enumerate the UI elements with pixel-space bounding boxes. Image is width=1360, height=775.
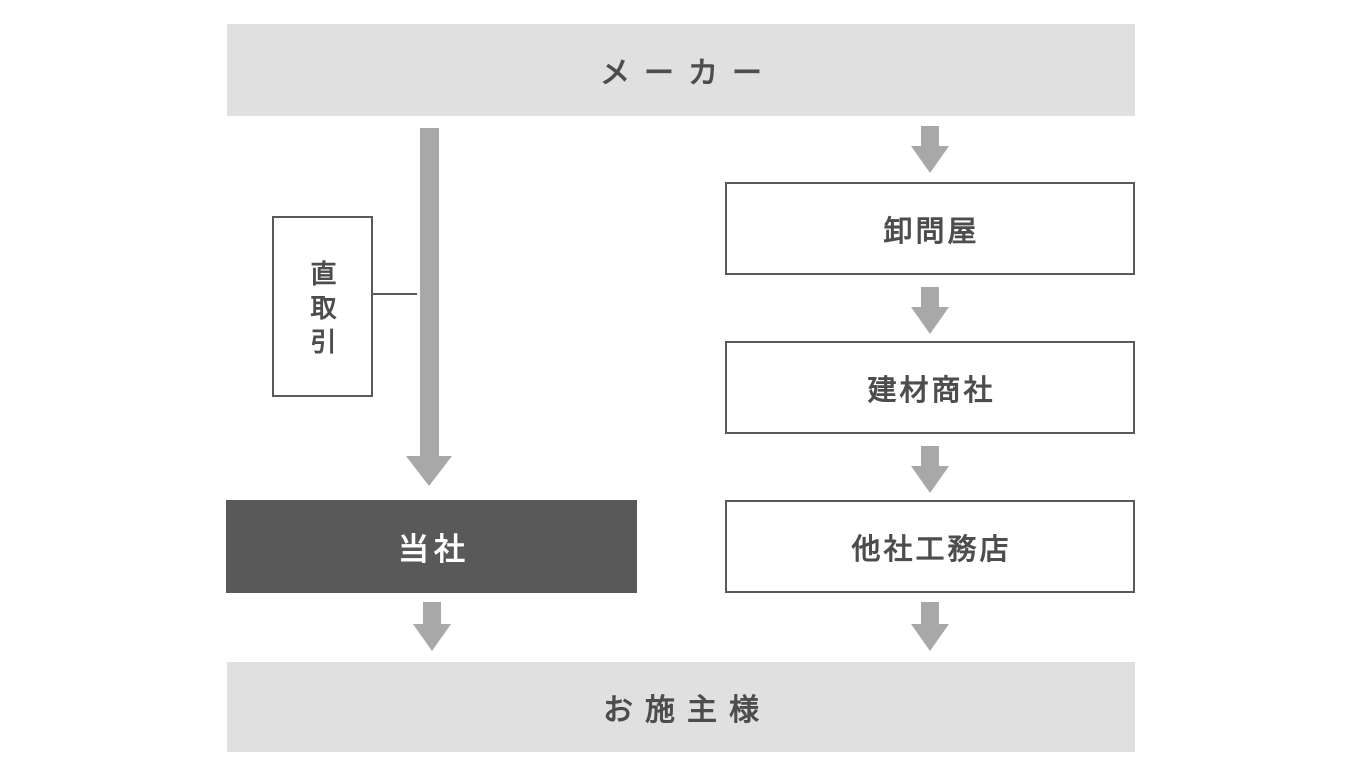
down-arrow-icon [911, 624, 949, 651]
client-label: お施主様 [603, 694, 771, 727]
manufacturer-bar: メーカー [227, 24, 1135, 116]
other-contractor-label: 他社工務店 [851, 533, 1012, 566]
down-arrow-shaft [921, 602, 939, 624]
client-bar: お施主様 [227, 662, 1135, 752]
down-arrow-shaft [921, 446, 939, 466]
down-arrow-icon [911, 307, 949, 334]
our-company-label: 当社 [398, 532, 470, 567]
direct-transaction-label: 直取引 [307, 259, 337, 362]
down-arrow-icon [413, 624, 451, 651]
other-contractor-box: 他社工務店 [725, 500, 1135, 593]
label-connector-line [373, 293, 417, 295]
direct-transaction-label-box: 直取引 [272, 216, 373, 397]
long-down-arrow-shaft [420, 128, 439, 456]
wholesaler-label: 卸問屋 [883, 215, 980, 248]
down-arrow-shaft [921, 287, 939, 307]
manufacturer-label: メーカー [600, 57, 776, 90]
building-material-trader-box: 建材商社 [725, 341, 1135, 434]
our-company-box: 当社 [226, 500, 637, 593]
down-arrow-icon [911, 466, 949, 493]
wholesaler-box: 卸問屋 [725, 182, 1135, 275]
down-arrow-shaft [423, 602, 441, 624]
down-arrow-shaft [921, 126, 939, 146]
down-arrow-icon [911, 146, 949, 173]
building-material-trader-label: 建材商社 [867, 374, 996, 407]
long-down-arrow-icon [406, 456, 452, 486]
